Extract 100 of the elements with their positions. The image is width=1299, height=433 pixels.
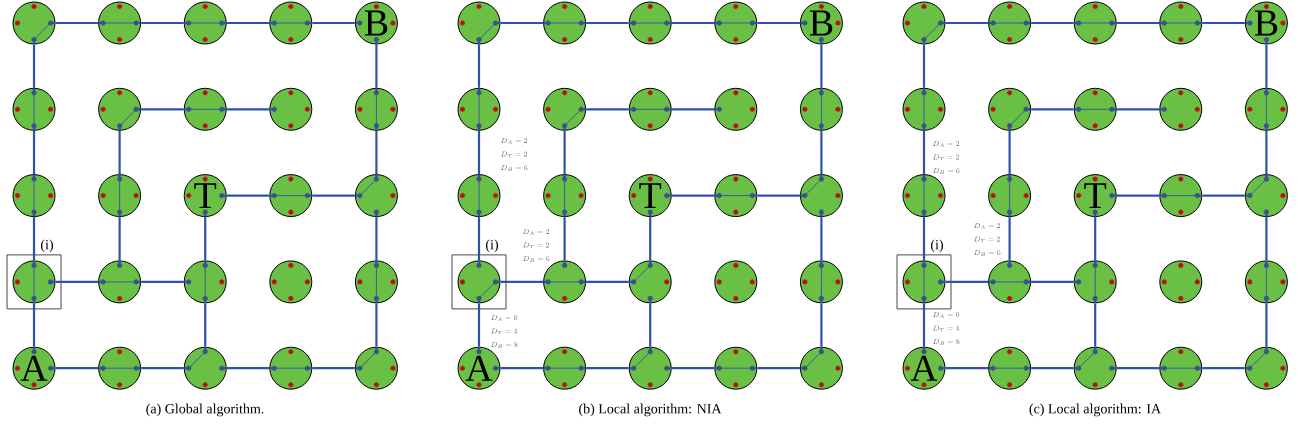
- circle: [1073, 346, 1117, 390]
- connection-line: [1094, 217, 1097, 261]
- circle: [12, 174, 56, 218]
- connection-line: [563, 217, 566, 261]
- circle: [98, 87, 142, 131]
- circle: [714, 174, 758, 218]
- frame-box: (i): [6, 239, 62, 310]
- circle: [988, 346, 1032, 390]
- connection-line: [1116, 21, 1160, 25]
- connection-line: [141, 21, 184, 25]
- distance-label: $D_A = 0$: [491, 315, 518, 321]
- connection-line: [649, 217, 652, 261]
- circle: [1159, 346, 1203, 390]
- circle: [269, 87, 313, 131]
- connection-line: [32, 130, 36, 175]
- connection-line: [312, 21, 355, 25]
- circle: [714, 1, 758, 45]
- circle: [628, 87, 672, 131]
- connection-line: [226, 194, 270, 197]
- circle: [12, 1, 56, 45]
- connection-line: [1116, 194, 1160, 197]
- connection-line: [375, 130, 378, 175]
- circle: [543, 346, 587, 390]
- circle: [354, 174, 398, 218]
- circle: [183, 346, 227, 390]
- connection-line: [375, 217, 378, 261]
- circle: [902, 87, 946, 131]
- circle: [799, 346, 843, 390]
- circle: [543, 87, 587, 131]
- connection-line: [820, 44, 823, 88]
- circle: [269, 260, 313, 304]
- connection-line: [649, 303, 652, 347]
- connection-line: [204, 303, 207, 347]
- connection-line: [586, 108, 629, 111]
- distance-label: $D_A = 2$: [501, 138, 528, 144]
- connection-line: [312, 367, 355, 370]
- connection-line: [671, 194, 715, 197]
- distance-label: $D_T = 4$: [491, 328, 518, 335]
- circle: [269, 1, 313, 45]
- circle: [457, 260, 501, 304]
- circle: [1073, 1, 1117, 45]
- distance-label: $D_A = 0$: [933, 312, 960, 318]
- circle: [1159, 87, 1203, 131]
- connection-line: [757, 21, 800, 25]
- circle: [269, 174, 313, 218]
- connection-line: [1116, 367, 1160, 370]
- connection-line: [477, 217, 481, 261]
- distance-label: $D_B = 6$: [501, 165, 528, 171]
- connection-line: [500, 21, 544, 25]
- connection-line: [945, 21, 989, 25]
- circle: [12, 87, 56, 131]
- distance-label: $D_A = 2$: [974, 223, 1001, 229]
- circle: [628, 260, 672, 304]
- circle: [902, 1, 946, 45]
- connection-line: [226, 367, 270, 370]
- circle: [988, 1, 1032, 45]
- connection-line: [477, 303, 481, 347]
- circle: [457, 87, 501, 131]
- circle: [98, 174, 142, 218]
- connection-line: [477, 130, 481, 175]
- connection-line: [55, 280, 99, 283]
- circle: [799, 174, 843, 218]
- connection-line: [1265, 44, 1268, 88]
- circle: [714, 346, 758, 390]
- circle: [714, 87, 758, 131]
- circle: [457, 174, 501, 218]
- distance-label: $D_T = 2$: [523, 242, 549, 249]
- circle: [1159, 174, 1203, 218]
- connection-line: [226, 21, 270, 25]
- circle: [98, 260, 142, 304]
- distance-label: $D_B = 6$: [974, 250, 1001, 256]
- connection-line: [226, 108, 270, 111]
- connection-line: [1265, 303, 1268, 347]
- connection-line: [671, 21, 715, 25]
- connection-line: [375, 303, 378, 347]
- circle: [1159, 1, 1203, 45]
- connection-line: [1202, 194, 1245, 197]
- circle: [628, 346, 672, 390]
- circle: [543, 174, 587, 218]
- circle: [1244, 87, 1288, 131]
- connection-line: [1031, 367, 1074, 370]
- connection-line: [820, 303, 823, 347]
- caption: (b) Local algorithm: NIA: [579, 403, 722, 417]
- connection-line: [1094, 303, 1097, 347]
- connection-line: [204, 217, 207, 261]
- connection-line: [32, 303, 36, 347]
- connection-line: [118, 217, 121, 261]
- node-label: (i): [931, 239, 943, 253]
- caption: (c) Local algorithm: IA: [1029, 403, 1161, 417]
- circle: [628, 1, 672, 45]
- connection-line: [922, 130, 926, 175]
- distance-label: $D_A = 2$: [523, 229, 550, 235]
- connection-line: [1031, 108, 1074, 111]
- connection-line: [477, 44, 481, 88]
- connection-line: [671, 108, 715, 111]
- circle: [183, 87, 227, 131]
- distance-label: $D_B = 6$: [523, 256, 550, 262]
- circle: [457, 1, 501, 45]
- connection-line: [922, 217, 926, 261]
- circle: [354, 260, 398, 304]
